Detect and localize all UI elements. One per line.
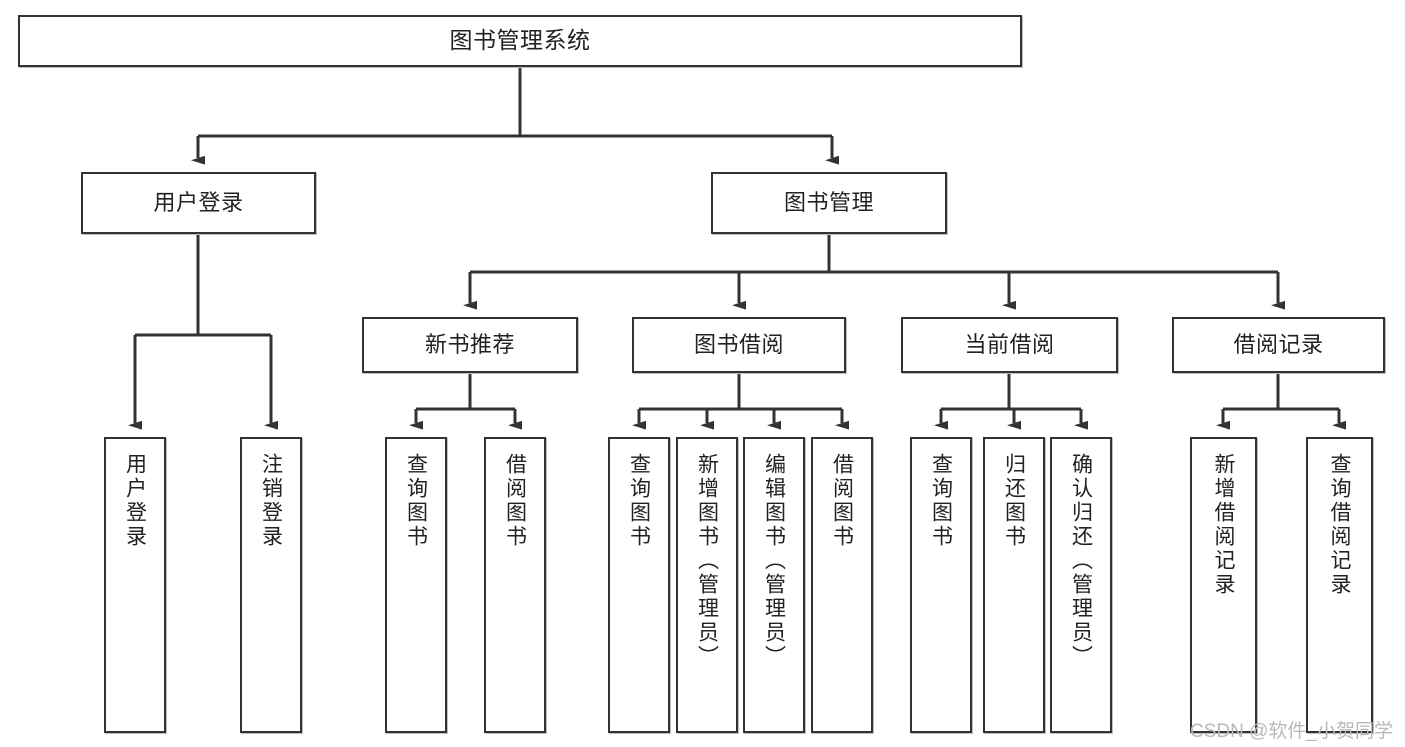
node-label: 查询图书 bbox=[627, 453, 651, 549]
node-borrow-record[interactable]: 借阅记录 bbox=[1172, 317, 1385, 373]
node-leaf-confirm-return[interactable]: 确认归还（管理员） bbox=[1050, 437, 1112, 733]
node-leaf-query-record[interactable]: 查询借阅记录 bbox=[1306, 437, 1373, 733]
node-label: 归还图书 bbox=[1002, 453, 1026, 549]
node-current-borrow[interactable]: 当前借阅 bbox=[901, 317, 1118, 373]
node-label: 用户登录 bbox=[153, 190, 244, 216]
node-leaf-query-book-2[interactable]: 查询图书 bbox=[608, 437, 670, 733]
node-label: 借阅图书 bbox=[503, 453, 527, 549]
node-leaf-add-book[interactable]: 新增图书（管理员） bbox=[676, 437, 738, 733]
node-leaf-add-record[interactable]: 新增借阅记录 bbox=[1190, 437, 1257, 733]
node-leaf-query-book-1[interactable]: 查询图书 bbox=[385, 437, 447, 733]
node-leaf-edit-book[interactable]: 编辑图书（管理员） bbox=[743, 437, 805, 733]
node-label: 确认归还（管理员） bbox=[1069, 453, 1093, 669]
node-new-book-rec[interactable]: 新书推荐 bbox=[362, 317, 578, 373]
node-label: 新书推荐 bbox=[424, 332, 515, 358]
node-leaf-user-logout[interactable]: 注销登录 bbox=[240, 437, 302, 733]
node-label: 查询借阅记录 bbox=[1328, 453, 1351, 597]
node-leaf-borrow-book-1[interactable]: 借阅图书 bbox=[484, 437, 546, 733]
node-label: 编辑图书（管理员） bbox=[762, 453, 786, 669]
node-leaf-borrow-book-2[interactable]: 借阅图书 bbox=[811, 437, 873, 733]
node-leaf-query-book-3[interactable]: 查询图书 bbox=[910, 437, 972, 733]
node-leaf-return-book[interactable]: 归还图书 bbox=[983, 437, 1045, 733]
node-label: 图书管理 bbox=[783, 190, 874, 216]
node-root[interactable]: 图书管理系统 bbox=[18, 15, 1022, 67]
node-label: 当前借阅 bbox=[964, 332, 1055, 358]
node-label: 图书借阅 bbox=[693, 332, 784, 358]
node-label: 图书管理系统 bbox=[449, 27, 591, 54]
node-book-borrow[interactable]: 图书借阅 bbox=[632, 317, 846, 373]
node-label: 用户登录 bbox=[123, 453, 147, 549]
node-label: 新增图书（管理员） bbox=[695, 453, 719, 669]
watermark-text: CSDN @软件_小贺同学 bbox=[1190, 721, 1393, 742]
node-label: 查询图书 bbox=[929, 453, 953, 549]
node-label: 借阅图书 bbox=[830, 453, 854, 549]
node-leaf-user-login[interactable]: 用户登录 bbox=[104, 437, 166, 733]
node-user-login[interactable]: 用户登录 bbox=[81, 172, 316, 234]
node-book-manage[interactable]: 图书管理 bbox=[711, 172, 947, 234]
node-label: 借阅记录 bbox=[1233, 332, 1324, 358]
node-label: 注销登录 bbox=[259, 453, 283, 549]
node-label: 新增借阅记录 bbox=[1212, 453, 1235, 597]
node-label: 查询图书 bbox=[404, 453, 428, 549]
